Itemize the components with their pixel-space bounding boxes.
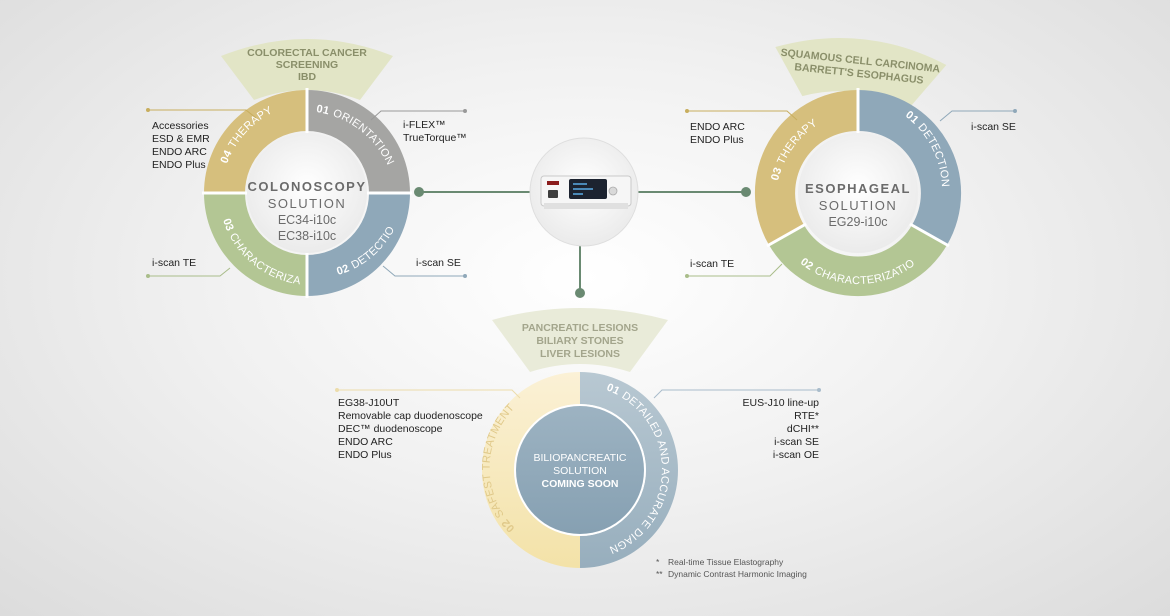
colonoscopy-segment-detection xyxy=(307,193,410,296)
connector-dot-bottom xyxy=(575,288,585,298)
biliopancreatic-diagnosis-item: EUS-J10 line-up xyxy=(743,397,820,409)
esophageal-subtitle: SOLUTION xyxy=(819,198,897,213)
biliopancreatic-treatment-item: ENDO Plus xyxy=(338,449,392,461)
biliopancreatic-banner-line-2: BILIARY STONES xyxy=(536,335,623,347)
esophageal-therapy-item: ENDO Plus xyxy=(690,134,744,146)
colonoscopy-banner: COLORECTAL CANCER SCREENING IBD xyxy=(221,39,393,100)
esophageal-segment-characterization xyxy=(769,225,947,297)
colonoscopy-therapy-item: ENDO ARC xyxy=(152,146,207,158)
esophageal-segment-detection xyxy=(858,89,962,245)
esophageal-detection-item: i-scan SE xyxy=(971,121,1016,133)
footnote-mark-1: * xyxy=(656,557,660,567)
biliopancreatic-treatment-item: ENDO ARC xyxy=(338,436,393,448)
biliopancreatic-leader-diagnosis xyxy=(653,389,819,399)
colonoscopy-therapy-item: ESD & EMR xyxy=(152,133,210,145)
biliopancreatic-treatment-item: Removable cap duodenoscope xyxy=(338,410,483,422)
colonoscopy-leader-therapy xyxy=(148,109,257,119)
esophageal-characterization-item: i-scan TE xyxy=(690,258,734,270)
esophageal-model-1: EG29-i10c xyxy=(828,215,887,229)
biliopancreatic-diagnosis-item: dCHI** xyxy=(787,423,819,435)
biliopancreatic-diagnosis-list: EUS-J10 line-up RTE* dCHI** i-scan SE i-… xyxy=(743,397,820,461)
biliopancreatic-subtitle: SOLUTION xyxy=(553,465,607,477)
biliopancreatic-banner: PANCREATIC LESIONS BILIARY STONES LIVER … xyxy=(492,308,668,372)
biliopancreatic-banner-line-3: LIVER LESIONS xyxy=(540,348,620,360)
biliopancreatic-group: PANCREATIC LESIONS BILIARY STONES LIVER … xyxy=(335,308,821,568)
colonoscopy-model-1: EC34-i10c xyxy=(278,213,336,227)
colonoscopy-subtitle: SOLUTION xyxy=(268,196,346,211)
esophageal-banner: SQUAMOUS CELL CARCINOMA BARRETT'S ESOPHA… xyxy=(775,37,947,108)
colonoscopy-orientation-list: i-FLEX™ TrueTorque™ xyxy=(403,119,467,144)
colonoscopy-characterization-item: i-scan TE xyxy=(152,257,196,269)
biliopancreatic-treatment-list: EG38-J10UT Removable cap duodenoscope DE… xyxy=(338,397,483,461)
footnote-text-1: Real-time Tissue Elastography xyxy=(668,557,784,567)
esophageal-therapy-list: ENDO ARC ENDO Plus xyxy=(690,121,745,146)
esophageal-leader-characterization xyxy=(687,263,783,277)
colonoscopy-group: COLORECTAL CANCER SCREENING IBD 01ORIENT… xyxy=(0,0,467,298)
colonoscopy-detection-item: i-scan SE xyxy=(416,257,461,269)
colonoscopy-banner-line-1: COLORECTAL CANCER xyxy=(247,47,367,59)
colonoscopy-orientation-item: i-FLEX™ xyxy=(403,119,446,131)
biliopancreatic-segment-treatment xyxy=(482,372,580,568)
footnote-mark-2: ** xyxy=(656,569,663,579)
colonoscopy-banner-line-2: SCREENING xyxy=(276,59,338,71)
colonoscopy-therapy-item: ENDO Plus xyxy=(152,159,206,171)
colonoscopy-segment-therapy xyxy=(204,90,307,193)
esophageal-leader-therapy xyxy=(687,110,798,121)
biliopancreatic-diagnosis-item: i-scan OE xyxy=(773,449,819,461)
colonoscopy-leader-characterization xyxy=(148,267,231,277)
biliopancreatic-leader-treatment xyxy=(337,389,521,399)
colonoscopy-orientation-item: TrueTorque™ xyxy=(403,132,467,144)
colonoscopy-model-2: EC38-i10c xyxy=(278,229,336,243)
biliopancreatic-treatment-item: DEC™ duodenoscope xyxy=(338,423,443,435)
colonoscopy-leader-orientation xyxy=(370,110,465,121)
biliopancreatic-status: COMING SOON xyxy=(541,478,618,490)
biliopancreatic-diagnosis-item: RTE* xyxy=(794,410,819,422)
biliopancreatic-segment-diagnosis xyxy=(580,372,678,568)
colonoscopy-segment-characterization xyxy=(204,193,307,296)
colonoscopy-leader-detection xyxy=(382,265,465,277)
biliopancreatic-title: BILIOPANCREATIC xyxy=(534,452,627,464)
colonoscopy-segment-orientation xyxy=(307,90,410,193)
connector-dot-left xyxy=(414,187,424,197)
biliopancreatic-treatment-item: EG38-J10UT xyxy=(338,397,400,409)
device-image xyxy=(529,137,639,247)
colonoscopy-banner-line-3: IBD xyxy=(298,71,317,83)
footnotes: * Real-time Tissue Elastography ** Dynam… xyxy=(656,557,807,579)
colonoscopy-therapy-list: Accessories ESD & EMR ENDO ARC ENDO Plus xyxy=(152,120,210,171)
colonoscopy-therapy-item: Accessories xyxy=(152,120,209,132)
connector-lines xyxy=(414,187,751,298)
biliopancreatic-diagnosis-item: i-scan SE xyxy=(774,436,819,448)
biliopancreatic-banner-line-1: PANCREATIC LESIONS xyxy=(522,322,638,334)
esophageal-segment-therapy xyxy=(754,89,858,245)
esophageal-leader-detection xyxy=(939,110,1015,122)
esophageal-title: ESOPHAGEAL xyxy=(805,181,911,196)
esophageal-therapy-item: ENDO ARC xyxy=(690,121,745,133)
connector-dot-right xyxy=(741,187,751,197)
colonoscopy-title: COLONOSCOPY xyxy=(247,179,366,194)
footnote-text-2: Dynamic Contrast Harmonic Imaging xyxy=(668,569,807,579)
